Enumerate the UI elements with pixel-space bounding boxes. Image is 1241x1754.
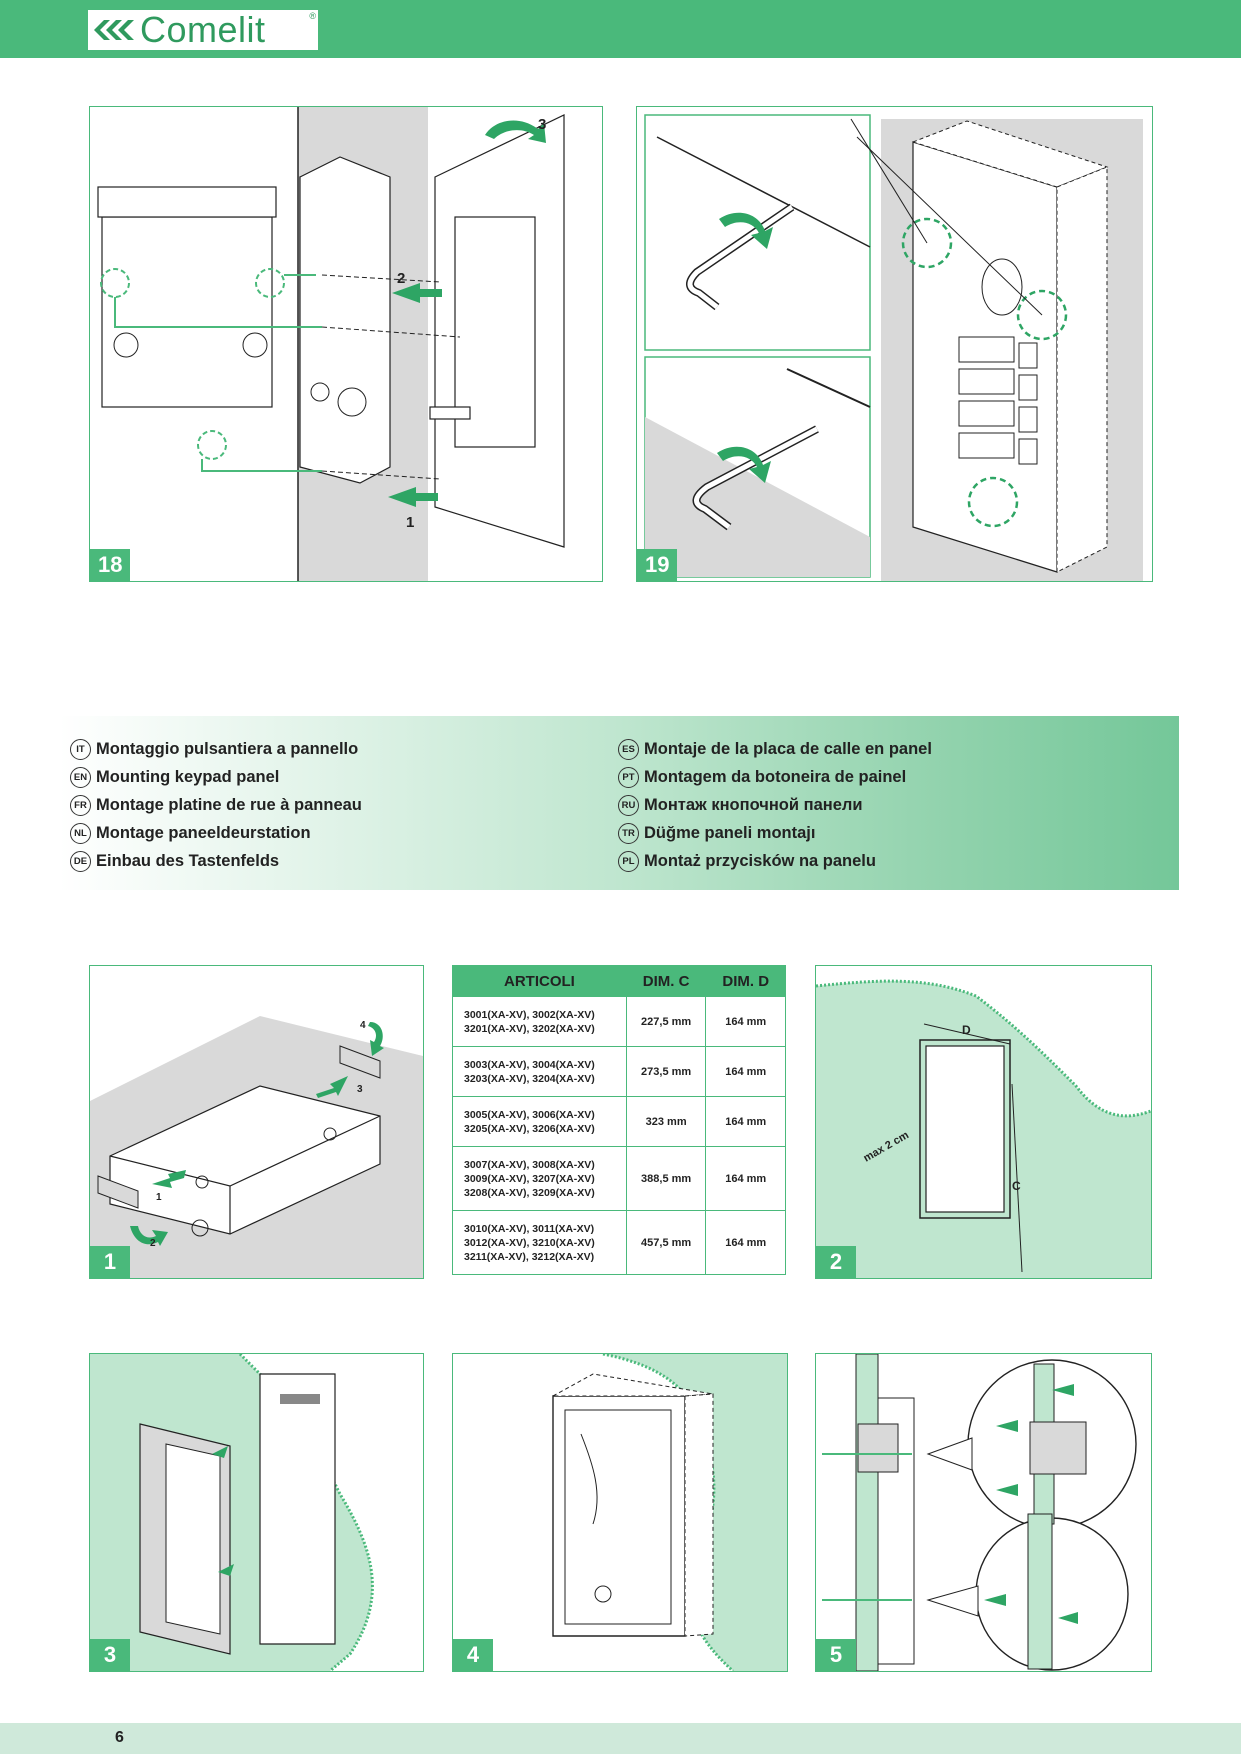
comelit-logo-icon [94,20,134,40]
table-row: 3007(XA-XV), 3008(XA-XV) 3009(XA-XV), 32… [452,1146,786,1211]
column-header-dim-c: DIM. C [625,965,707,997]
title-text: Einbau des Tastenfelds [96,851,280,870]
figure-3-illustration [90,1354,374,1671]
figure-number: 2 [816,1246,856,1278]
page-number: 6 [115,1729,124,1746]
title-text: Montage platine de rue à panneau [96,795,362,814]
header-bar: Comelit ® [0,0,1241,58]
figure-number: 4 [453,1639,493,1671]
callout-3: 3 [538,116,546,133]
column-header-dim-d: DIM. D [705,965,786,997]
figure-number: 18 [90,549,131,581]
figure-19-illustration [644,114,1143,581]
title-en: EN Mounting keypad panel [70,763,279,791]
codes-cell: 3007(XA-XV), 3008(XA-XV) 3009(XA-XV), 32… [452,1146,627,1211]
lang-code: NL [70,822,91,844]
title-de: DE Einbau des Tastenfelds [70,847,279,875]
dim-c-cell: 273,5 mm [625,1046,707,1097]
callout-2: 2 [150,1238,156,1249]
dim-d-cell: 164 mm [705,1096,786,1147]
title-text: Düğme paneli montajı [644,823,816,842]
figure-5: 5 [815,1353,1152,1672]
figure-number: 1 [90,1246,130,1278]
title-es: ES Montaje de la placa de calle en panel [618,735,932,763]
figure-2: D C max 2 cm 2 [815,965,1152,1279]
title-text: Montaż przycisków na panelu [644,851,876,870]
title-it: IT Montaggio pulsantiera a pannello [70,735,358,763]
title-fr: FR Montage platine de rue à panneau [70,791,362,819]
figure-1-illustration: 4 3 1 2 [90,1016,423,1278]
registered-mark: ® [309,11,316,21]
table-row: 3010(XA-XV), 3011(XA-XV) 3012(XA-XV), 32… [452,1210,786,1275]
figure-3: 3 [89,1353,424,1672]
lang-code: DE [70,850,91,872]
brand-name: Comelit [140,9,266,50]
figure-number: 3 [90,1639,130,1671]
title-text: Montage paneeldeurstation [96,823,311,842]
dim-c-label: C [1012,1179,1021,1193]
title-nl: NL Montage paneeldeurstation [70,819,311,847]
title-pl: PL Montaż przycisków na panelu [618,847,876,875]
column-header-articles: ARTICOLI [452,965,627,997]
callout-3: 3 [357,1084,363,1095]
codes-cell: 3010(XA-XV), 3011(XA-XV) 3012(XA-XV), 32… [452,1210,627,1275]
lang-code: PL [618,850,639,872]
figure-4: 4 [452,1353,788,1672]
dim-c-cell: 227,5 mm [625,996,707,1047]
figure-18-illustration: 3 2 1 [97,107,565,581]
callout-4: 4 [360,1020,366,1031]
dim-c-cell: 323 mm [625,1096,707,1147]
figure-2-illustration: D C max 2 cm [816,979,1151,1278]
title-pt: PT Montagem da botoneira de painel [618,763,906,791]
lang-code: TR [618,822,639,844]
lang-code: PT [618,766,639,788]
title-text: Montaje de la placa de calle en panel [644,739,932,758]
title-ru: RU Монтаж кнопочной панели [618,791,863,819]
lang-code: ES [618,738,639,760]
footer-bar [0,1723,1241,1754]
figure-4-illustration [453,1354,787,1671]
lang-code: RU [618,794,639,816]
table-header-row: ARTICOLI DIM. C DIM. D [452,965,786,997]
figure-19: 19 [636,106,1153,582]
callout-1: 1 [406,514,414,531]
dim-d-cell: 164 mm [705,1046,786,1097]
title-text: Монтаж кнопочной панели [644,795,863,814]
codes-cell: 3005(XA-XV), 3006(XA-XV) 3205(XA-XV), 32… [452,1096,627,1147]
figure-number: 19 [637,549,678,581]
figure-number: 5 [816,1639,856,1671]
title-text: Montagem da botoneira de painel [644,767,907,786]
brand-logo: Comelit ® [88,10,318,50]
articles-dimensions-table: ARTICOLI DIM. C DIM. D 3001(XA-XV), 3002… [452,965,786,1275]
figure-1: 4 3 1 2 1 [89,965,424,1279]
table-row: 3005(XA-XV), 3006(XA-XV) 3205(XA-XV), 32… [452,1096,786,1147]
figure-18: 3 2 1 18 [89,106,603,582]
figure-5-illustration [822,1354,1137,1671]
lang-code: FR [70,794,91,816]
title-text: Montaggio pulsantiera a pannello [96,739,359,758]
dim-c-cell: 388,5 mm [625,1146,707,1211]
dim-d-cell: 164 mm [705,1146,786,1211]
callout-1: 1 [156,1192,162,1203]
dim-c-cell: 457,5 mm [625,1210,707,1275]
title-text: Mounting keypad panel [96,767,280,786]
dim-d-label: D [962,1023,971,1037]
table-row: 3003(XA-XV), 3004(XA-XV) 3203(XA-XV), 32… [452,1046,786,1097]
dim-d-cell: 164 mm [705,1210,786,1275]
table-row: 3001(XA-XV), 3002(XA-XV) 3201(XA-XV), 32… [452,996,786,1047]
codes-cell: 3001(XA-XV), 3002(XA-XV) 3201(XA-XV), 32… [452,996,627,1047]
dim-d-cell: 164 mm [705,996,786,1047]
codes-cell: 3003(XA-XV), 3004(XA-XV) 3203(XA-XV), 32… [452,1046,627,1097]
callout-2: 2 [397,270,405,287]
lang-code: EN [70,766,91,788]
lang-code: IT [70,738,91,760]
title-tr: TR Düğme paneli montajı [618,819,815,847]
